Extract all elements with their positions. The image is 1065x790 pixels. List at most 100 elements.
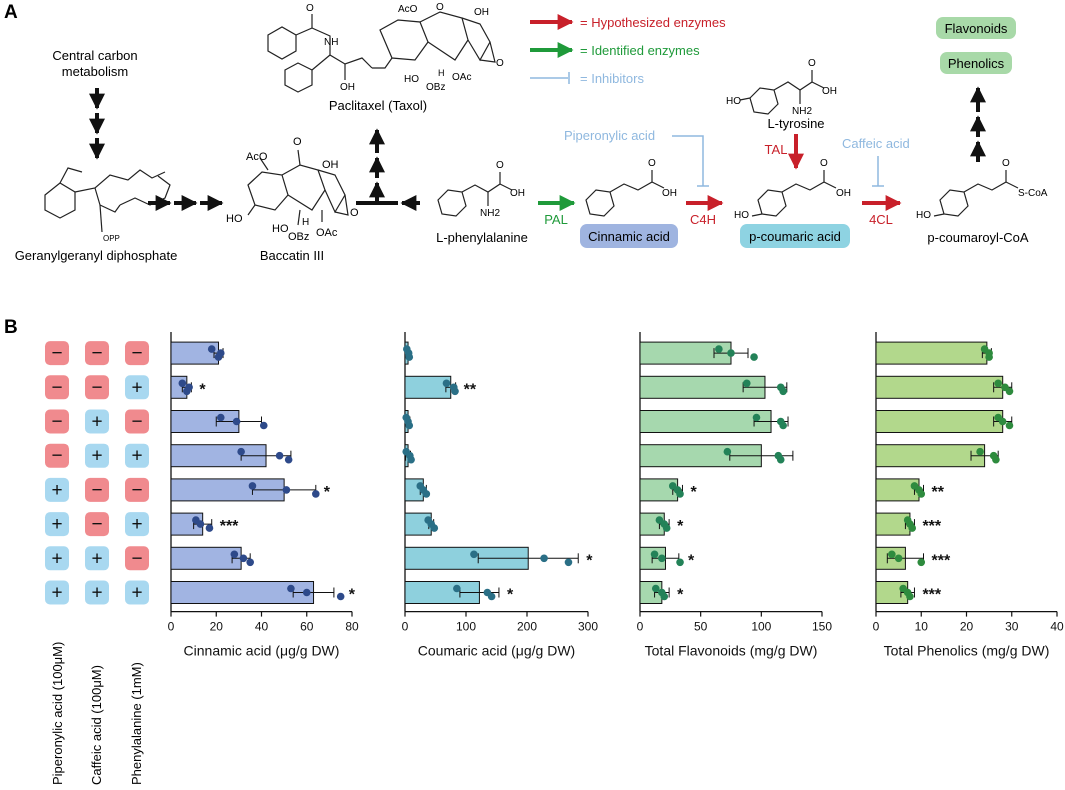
data-point xyxy=(752,413,761,422)
data-point xyxy=(259,421,268,430)
treatment-sign: + xyxy=(91,446,102,467)
minus-badge xyxy=(125,477,149,502)
panel-a-label: A xyxy=(4,2,18,23)
treatment-label-piperonylic: Piperonylic acid (100μM) xyxy=(50,642,65,785)
cinnamic-oh: OH xyxy=(662,188,677,199)
data-point xyxy=(248,482,257,490)
central-carbon-line1: Central carbon xyxy=(52,48,137,63)
treatment-label-phenylalanine: Phenylalanine (1mM) xyxy=(129,662,144,785)
treatment-sign: − xyxy=(131,548,142,569)
phe-oh: OH xyxy=(510,188,525,199)
data-point xyxy=(917,558,926,567)
data-point xyxy=(742,379,751,388)
treatment-sign: + xyxy=(91,412,102,433)
x-tick-label: 200 xyxy=(517,620,537,634)
data-point xyxy=(207,345,216,353)
paclitaxel-obz: OBz xyxy=(426,82,445,93)
treatment-grid: −−−−−+−+−−+++−−+−+++−+++ xyxy=(45,341,149,605)
x-tick-label: 0 xyxy=(168,620,175,634)
minus-badge xyxy=(125,546,149,571)
minus-badge xyxy=(85,341,109,366)
treatment-sign: + xyxy=(131,377,142,398)
ggpp-structure xyxy=(44,167,171,233)
paclitaxel-o-ring: O xyxy=(496,58,504,69)
data-point xyxy=(662,524,671,532)
x-tick-label: 40 xyxy=(255,620,269,634)
data-point xyxy=(992,455,1000,464)
pal-label: PAL xyxy=(544,212,568,227)
treatment-sign: + xyxy=(131,446,142,467)
phe-nh2: NH2 xyxy=(480,208,500,219)
coumaroyl-label: p-coumaroyl-CoA xyxy=(927,230,1028,245)
x-axis-label: Coumaric acid (μg/g DW) xyxy=(418,643,575,659)
bar xyxy=(639,410,772,433)
data-point xyxy=(998,417,1007,426)
phenylalanine-label: L-phenylalanine xyxy=(436,230,528,245)
significance-label: *** xyxy=(220,518,239,535)
data-point xyxy=(651,584,660,593)
data-point xyxy=(312,490,320,498)
cinnamic-o: O xyxy=(648,158,656,169)
significance-label: * xyxy=(688,552,695,569)
treatment-sign: − xyxy=(51,412,62,433)
x-tick-label: 100 xyxy=(751,620,771,634)
data-point xyxy=(214,353,223,361)
baccatin-h: H xyxy=(302,217,309,228)
paclitaxel-label: Paclitaxel (Taxol) xyxy=(329,98,427,113)
x-tick-label: 150 xyxy=(812,620,832,634)
paclitaxel-ho: HO xyxy=(404,74,419,85)
treatment-sign: + xyxy=(51,548,62,569)
data-point xyxy=(908,524,916,532)
data-point xyxy=(658,554,666,563)
coumaric-o: O xyxy=(820,158,828,169)
tyrosine-label: L-tyrosine xyxy=(767,116,824,131)
paclitaxel-structure xyxy=(267,11,496,93)
panel-b: B −−−−−+−+−−+++−−+−+++−+++ Piperonylic a… xyxy=(4,317,1064,785)
data-point xyxy=(405,421,414,430)
data-point xyxy=(196,520,205,528)
treatment-sign: + xyxy=(51,514,62,535)
data-point xyxy=(894,554,903,563)
plus-badge xyxy=(125,512,149,537)
data-point xyxy=(407,455,415,464)
data-point xyxy=(660,592,669,601)
flavonoids-label: Flavonoids xyxy=(945,21,1008,36)
legend-identified-text: = Identified enzymes xyxy=(580,43,700,58)
baccatin-o-ring: O xyxy=(350,207,359,219)
data-point xyxy=(216,413,225,422)
plus-badge xyxy=(85,546,109,571)
minus-badge xyxy=(85,375,109,400)
phenylalanine-structure xyxy=(437,172,513,217)
data-point xyxy=(237,447,245,456)
data-point xyxy=(779,387,787,396)
bar xyxy=(170,546,242,570)
coumaroyl-ho: HO xyxy=(916,210,931,221)
minus-badge xyxy=(45,443,69,468)
paclitaxel-h: H xyxy=(438,68,445,78)
minus-badge xyxy=(45,375,69,400)
paclitaxel-aco: AcO xyxy=(398,4,418,15)
piperonylic-inhibit-line xyxy=(672,135,704,186)
data-point xyxy=(750,353,758,361)
data-point xyxy=(275,451,284,460)
significance-label: *** xyxy=(922,518,941,535)
data-point xyxy=(564,558,573,567)
tyr-nh2: NH2 xyxy=(792,106,812,117)
x-tick-label: 20 xyxy=(210,620,224,634)
data-point xyxy=(284,455,293,464)
flavonoids-box xyxy=(936,17,1016,39)
paclitaxel-o-top: O xyxy=(436,2,444,13)
minus-badge xyxy=(125,341,149,366)
x-tick-label: 10 xyxy=(915,620,929,634)
data-point xyxy=(287,584,295,593)
legend-inhibitors-text: = Inhibitors xyxy=(580,71,644,86)
plus-badge xyxy=(85,580,109,605)
tyr-oh: OH xyxy=(822,86,837,97)
x-tick-label: 80 xyxy=(345,620,359,634)
significance-label: * xyxy=(690,484,697,501)
x-tick-label: 0 xyxy=(873,620,880,634)
baccatin-ho-bottom: HO xyxy=(272,223,289,235)
central-carbon-line2: metabolism xyxy=(62,64,128,79)
data-point xyxy=(985,353,993,361)
